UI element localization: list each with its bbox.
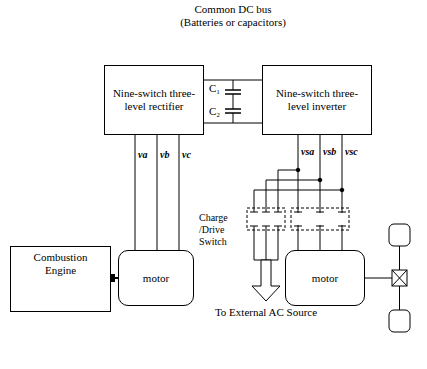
wheel-drive bbox=[365, 224, 410, 332]
signal-name: vc bbox=[182, 149, 191, 160]
node-text: motor bbox=[312, 272, 338, 285]
capacitor-symbol bbox=[225, 80, 241, 123]
signal-name: vsc bbox=[345, 146, 358, 157]
switch-symbol bbox=[247, 208, 285, 230]
dc-bus-wire bbox=[204, 80, 262, 123]
node-text: motor bbox=[143, 272, 169, 285]
inverter-box: Nine-switch three-level inverter bbox=[262, 65, 372, 135]
signal-name: vb bbox=[160, 149, 169, 160]
source-arrow bbox=[252, 260, 280, 301]
capacitor-label: C₁ bbox=[209, 82, 220, 95]
shaft-coupling bbox=[111, 274, 115, 282]
switch-label: Charge /Drive Switch bbox=[199, 212, 245, 248]
rectifier-box: Nine-switch three-level rectifier bbox=[104, 65, 204, 135]
switch-symbol bbox=[290, 208, 350, 230]
node-text: Nine-switch three-level inverter bbox=[269, 87, 365, 113]
motor-box: motor bbox=[285, 250, 365, 306]
signal-name: va bbox=[138, 149, 147, 160]
source-label: To External AC Source bbox=[214, 306, 318, 319]
capacitor-label: C₂ bbox=[209, 105, 220, 118]
signal-name: vsb bbox=[323, 146, 336, 157]
node-text: Combustion Engine bbox=[17, 251, 104, 277]
bus-caption: Common DC bus (Batteries or capacitors) bbox=[176, 3, 290, 29]
signal-name: vsa bbox=[301, 146, 314, 157]
motor-box: motor bbox=[118, 250, 194, 306]
node-text: Nine-switch three-level rectifier bbox=[111, 87, 197, 113]
phase-wires bbox=[135, 135, 179, 250]
engine-box: Combustion Engine bbox=[10, 246, 111, 312]
phase-wires bbox=[298, 135, 342, 250]
